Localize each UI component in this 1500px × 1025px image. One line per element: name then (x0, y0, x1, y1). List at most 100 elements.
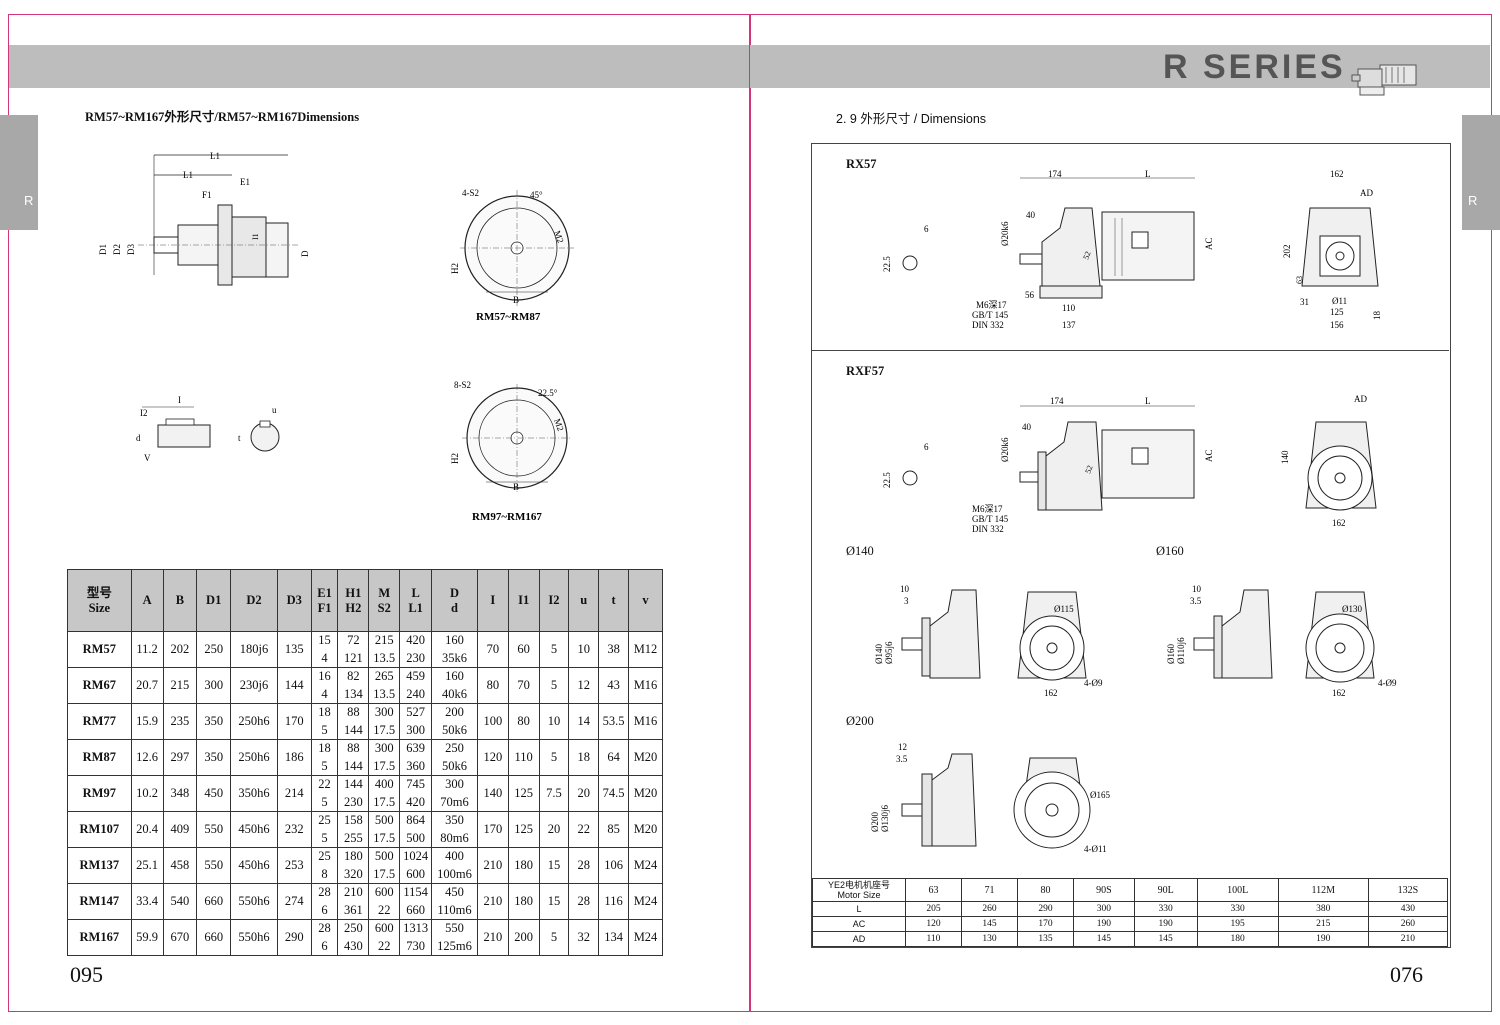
paired-cell-top: 527 (406, 705, 425, 719)
motor-size-cell: 90S (1072, 878, 1135, 902)
paired-cell-top: 82 (347, 669, 360, 683)
table-cell: 10.2 (130, 775, 164, 812)
rxf57-note-m6: M6深17 (972, 504, 1003, 514)
table-cell: 125 (507, 775, 540, 812)
motor-value-cell: 290 (1016, 901, 1074, 917)
rx57-label: RX57 (846, 157, 877, 171)
paired-cell-bottom: 144 (344, 722, 363, 737)
paired-cell-bottom: 230 (344, 794, 363, 809)
motor-value-cell: 120 (905, 916, 962, 932)
paired-cell-bottom: 5 (321, 830, 328, 845)
flange-200-label: Ø200 (846, 714, 874, 728)
motor-value-cell: 380 (1277, 901, 1369, 917)
header-size-cn: 型号 (86, 585, 112, 600)
motor-value-cell: 130 (960, 931, 1018, 947)
table-cell: 15.9 (130, 703, 164, 740)
motor-value-cell: 210 (1367, 931, 1449, 947)
table-cell: 64 (598, 739, 630, 776)
paired-cell-top: 450 (445, 885, 464, 899)
table-cell: 53.5 (598, 703, 630, 740)
motor-value-cell: 190 (1133, 916, 1198, 932)
paired-cell-top: 160 (445, 669, 464, 683)
header-i2: I2 (538, 569, 570, 632)
motor-value-cell: 180 (1196, 931, 1279, 947)
table-cell: 274 (276, 883, 312, 920)
rxf57-dim-6: 6 (924, 442, 929, 452)
table-cell: 22 (568, 811, 600, 848)
dim-f1: F1 (202, 190, 212, 200)
table-cell: 74.5 (598, 775, 630, 812)
dim-e1: E1 (240, 177, 250, 187)
paired-cell-bottom: 17.5 (373, 794, 396, 809)
table-cell: 59.9 (130, 919, 164, 956)
motor-size-cell: 100L (1196, 878, 1279, 902)
paired-cell-bottom: 134 (344, 686, 363, 701)
motor-row-label: AC (812, 916, 906, 932)
table-cell: M20 (628, 739, 663, 776)
table-cell: 144 (276, 667, 312, 704)
paired-cell-bottom: 50k6 (442, 722, 467, 737)
paired-cell-top: 639 (406, 741, 425, 755)
rx57-dim-40: 40 (1026, 210, 1036, 220)
f160-dim-o160: Ø160 (1166, 644, 1176, 664)
table-cell: 20.4 (130, 811, 164, 848)
paired-cell-top: 160 (445, 633, 464, 647)
table-cell: 60 (507, 631, 540, 668)
f160-dim-162: 162 (1332, 688, 1346, 698)
table-cell: 214 (276, 775, 312, 812)
motor-value-cell: 430 (1367, 901, 1449, 917)
header-i: I (476, 569, 509, 632)
rxf57-drawing: 6 22.5 174 L 40 Ø20k6 52 AC M6深17 GB/T 1… (882, 394, 1377, 534)
table-cell: 70 (476, 631, 509, 668)
table-cell: 210 (476, 847, 509, 884)
table-cell: 80 (476, 667, 509, 704)
table-cell: 70 (507, 667, 540, 704)
rxf57-dim-52: 52 (1083, 464, 1094, 475)
model-cell: RM167 (67, 919, 132, 956)
table-cell: 670 (162, 919, 198, 956)
paired-cell-bottom: 110m6 (437, 902, 472, 917)
dim-h2-small: H2 (450, 263, 460, 274)
flange-140-label: Ø140 (846, 544, 874, 558)
motor-value-cell: 300 (1072, 901, 1135, 917)
paired-table-cell: 450 110m6 (431, 883, 478, 920)
table-cell: 202 (162, 631, 198, 668)
label-rm57-rm87: RM57~RM87 (476, 311, 541, 323)
dim-d1: D1 (98, 244, 108, 255)
dim-i: I (178, 395, 181, 405)
table-cell: 135 (276, 631, 312, 668)
f140-dim-162: 162 (1044, 688, 1058, 698)
header-d3: D3 (276, 569, 312, 632)
table-cell: 450h6 (230, 811, 278, 848)
paired-cell-bottom: 17.5 (373, 758, 396, 773)
paired-cell-bottom: 144 (344, 758, 363, 773)
rx57-dim-o11: Ø11 (1332, 296, 1347, 306)
paired-cell-top: 500 (374, 849, 394, 863)
table-cell: 350h6 (230, 775, 278, 812)
paired-cell-bottom: 17.5 (373, 866, 396, 881)
rxf57-label: RXF57 (846, 364, 885, 378)
paired-cell-top: 550 (445, 921, 464, 935)
motor-size-cell: 80 (1016, 878, 1074, 902)
rx-rxf-divider (811, 350, 1449, 351)
table-cell: 170 (476, 811, 509, 848)
header-size-en: Size (88, 600, 111, 615)
model-cell: RM87 (67, 739, 132, 776)
rxf57-dim-22-5: 22.5 (882, 472, 892, 488)
dim-8-s2: 8-S2 (454, 380, 471, 390)
table-cell: 5 (538, 631, 570, 668)
rx57-dim-63: 63 (1295, 276, 1304, 284)
table-cell: 200 (507, 919, 540, 956)
paired-cell-bottom: 17.5 (373, 830, 396, 845)
table-cell: 450 (196, 775, 232, 812)
table-cell: 12 (568, 667, 600, 704)
